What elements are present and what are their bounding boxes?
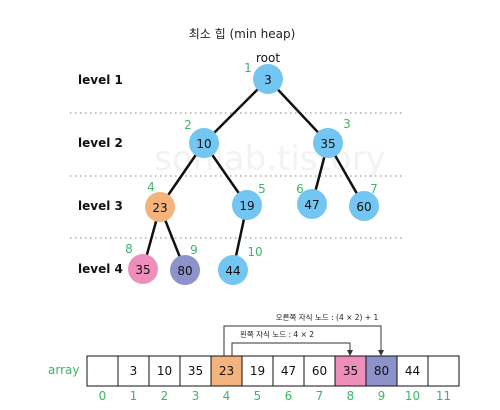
node-index: 10 <box>247 245 262 259</box>
heap-node: 3 1 <box>244 61 283 94</box>
node-index: 6 <box>296 182 304 196</box>
array-index: 3 <box>192 389 200 403</box>
array-cell-value: 19 <box>250 364 265 378</box>
node-value: 35 <box>135 263 150 277</box>
array-index: 5 <box>254 389 262 403</box>
array-cell <box>210 355 243 387</box>
array-cell-value: 10 <box>157 364 172 378</box>
level-label: level 3 <box>78 199 123 213</box>
array-cell-value: 60 <box>312 364 327 378</box>
array-index: 6 <box>285 389 293 403</box>
array-cell <box>396 355 429 387</box>
array-index: 10 <box>405 389 420 403</box>
watermark: sonlab.tistory <box>154 139 385 179</box>
arrow-head <box>347 350 353 356</box>
node-index: 3 <box>343 117 351 131</box>
node-value: 19 <box>239 199 254 213</box>
left-child-formula: 왼쪽 자식 노드 : 4 × 2 <box>240 330 314 339</box>
node-value: 3 <box>264 73 272 87</box>
node-value: 80 <box>177 264 192 278</box>
array-index: 9 <box>378 389 386 403</box>
right-child-formula: 오른쪽 자식 노드 : (4 × 2) + 1 <box>276 313 379 322</box>
array-index: 11 <box>436 389 451 403</box>
node-circle <box>297 189 327 219</box>
array-cell <box>272 355 305 387</box>
level-dividers <box>70 112 402 239</box>
array-cell <box>334 355 367 387</box>
node-circle <box>189 128 219 158</box>
node-circle <box>170 255 200 285</box>
array-cell <box>148 355 181 387</box>
array-cell <box>303 355 336 387</box>
heap-node: 23 4 <box>145 180 175 222</box>
array-cell <box>179 355 212 387</box>
node-circle <box>313 128 343 158</box>
node-circle <box>128 254 158 284</box>
heap-node: 35 3 <box>313 117 351 158</box>
child-annotations: 오른쪽 자식 노드 : (4 × 2) + 1 왼쪽 자식 노드 : 4 × 2 <box>223 313 384 356</box>
tree-nodes: 3 1 10 2 35 3 23 4 19 5 47 6 <box>125 61 379 285</box>
node-index: 7 <box>370 182 378 196</box>
heap-node: 19 5 <box>232 182 266 220</box>
diagram-title: 최소 힙 (min heap) <box>189 27 296 41</box>
node-circle <box>253 64 283 94</box>
node-circle <box>349 191 379 221</box>
array-cell <box>427 355 460 387</box>
array-cell-value: 35 <box>343 364 358 378</box>
node-index: 8 <box>125 242 133 256</box>
array-index: 1 <box>130 389 138 403</box>
level-labels: level 1 level 2 level 3 level 4 <box>78 73 123 276</box>
array-index: 2 <box>161 389 169 403</box>
array-label: array <box>48 363 79 377</box>
node-circle <box>145 192 175 222</box>
node-value: 47 <box>304 198 319 212</box>
node-circle <box>218 255 248 285</box>
level-label: level 1 <box>78 73 123 87</box>
node-value: 23 <box>152 201 167 215</box>
node-value: 44 <box>225 264 240 278</box>
array-cell-value: 3 <box>130 364 138 378</box>
array-index: 0 <box>99 389 107 403</box>
node-index: 1 <box>244 61 252 75</box>
heap-node: 44 10 <box>218 245 263 285</box>
array-cells: 0 3 1 10 2 35 3 23 4 19 5 47 6 60 7 35 8 80 9 44 10 11 <box>86 355 460 403</box>
array-cell <box>86 355 119 387</box>
node-value: 35 <box>320 137 335 151</box>
node-index: 9 <box>190 243 198 257</box>
level-label: level 2 <box>78 136 123 150</box>
array-index: 4 <box>223 389 231 403</box>
node-index: 5 <box>258 182 266 196</box>
array-cell-value: 44 <box>405 364 420 378</box>
edge <box>202 77 270 145</box>
array-index: 7 <box>316 389 324 403</box>
node-value: 10 <box>196 137 211 151</box>
heap-node: 10 2 <box>184 118 219 158</box>
array-cell-value: 80 <box>374 364 389 378</box>
node-value: 60 <box>356 200 371 214</box>
heap-node: 35 8 <box>125 242 158 284</box>
right-child-arrow <box>223 325 382 356</box>
heap-node: 47 6 <box>296 182 327 219</box>
heap-node: 60 7 <box>349 182 379 221</box>
node-circle <box>232 190 262 220</box>
level-label: level 4 <box>78 262 123 276</box>
heap-node: 80 9 <box>170 243 200 285</box>
array-cell-value: 23 <box>219 364 234 378</box>
arrow-head <box>378 350 384 356</box>
array-cell <box>241 355 274 387</box>
array-cell-value: 35 <box>188 364 203 378</box>
node-index: 4 <box>147 180 155 194</box>
root-label: root <box>256 51 280 65</box>
array-cell-value: 47 <box>281 364 296 378</box>
left-child-arrow <box>231 342 351 356</box>
array-index: 8 <box>347 389 355 403</box>
node-index: 2 <box>184 118 192 132</box>
array-cell <box>365 355 398 387</box>
